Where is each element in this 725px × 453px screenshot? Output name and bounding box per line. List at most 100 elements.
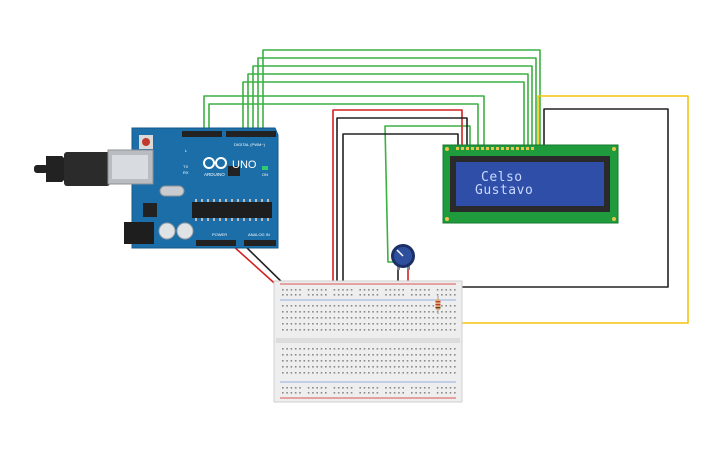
breadboard-hole[interactable]: [398, 366, 400, 368]
breadboard-hole[interactable]: [368, 311, 370, 313]
breadboard-hole[interactable]: [376, 294, 379, 296]
breadboard-hole[interactable]: [346, 317, 349, 319]
breadboard-hole[interactable]: [393, 360, 396, 362]
breadboard-hole[interactable]: [359, 323, 361, 325]
breadboard-hole[interactable]: [320, 317, 323, 319]
breadboard-hole[interactable]: [423, 294, 426, 296]
breadboard-hole[interactable]: [372, 323, 374, 325]
breadboard-hole[interactable]: [342, 392, 344, 394]
breadboard-hole[interactable]: [316, 317, 318, 319]
breadboard-hole[interactable]: [454, 372, 456, 374]
breadboard-hole[interactable]: [282, 329, 284, 331]
wire-green-3[interactable]: [252, 65, 533, 146]
breadboard-hole[interactable]: [454, 366, 456, 368]
breadboard-hole[interactable]: [299, 360, 301, 362]
breadboard-hole[interactable]: [299, 329, 301, 331]
breadboard-hole[interactable]: [389, 354, 392, 356]
breadboard-hole[interactable]: [342, 366, 344, 368]
breadboard-hole[interactable]: [342, 354, 344, 356]
breadboard-hole[interactable]: [385, 294, 387, 296]
breadboard-hole[interactable]: [385, 329, 387, 331]
breadboard-hole[interactable]: [428, 372, 430, 374]
breadboard-hole[interactable]: [428, 323, 430, 325]
breadboard-hole[interactable]: [398, 354, 400, 356]
breadboard-hole[interactable]: [393, 317, 396, 319]
breadboard-hole[interactable]: [368, 366, 370, 368]
breadboard[interactable]: [273, 280, 463, 403]
breadboard-hole[interactable]: [320, 289, 323, 291]
breadboard-hole[interactable]: [393, 311, 396, 313]
breadboard-hole[interactable]: [376, 392, 379, 394]
breadboard-hole[interactable]: [402, 311, 404, 313]
breadboard-hole[interactable]: [294, 360, 297, 362]
breadboard-hole[interactable]: [423, 323, 426, 325]
breadboard-hole[interactable]: [333, 294, 336, 296]
breadboard-hole[interactable]: [312, 387, 314, 389]
breadboard-hole[interactable]: [294, 305, 297, 307]
breadboard-hole[interactable]: [389, 372, 392, 374]
breadboard-hole[interactable]: [445, 366, 447, 368]
breadboard-hole[interactable]: [385, 387, 387, 389]
breadboard-hole[interactable]: [393, 366, 396, 368]
breadboard-hole[interactable]: [415, 329, 417, 331]
breadboard-hole[interactable]: [299, 354, 301, 356]
breadboard-hole[interactable]: [436, 329, 439, 331]
breadboard-hole[interactable]: [436, 323, 439, 325]
breadboard-hole[interactable]: [282, 387, 284, 389]
breadboard-hole[interactable]: [372, 348, 374, 350]
breadboard-hole[interactable]: [445, 317, 447, 319]
breadboard-hole[interactable]: [423, 372, 426, 374]
breadboard-hole[interactable]: [380, 305, 383, 307]
breadboard-hole[interactable]: [320, 392, 323, 394]
breadboard-hole[interactable]: [454, 387, 456, 389]
breadboard-hole[interactable]: [307, 372, 310, 374]
breadboard-hole[interactable]: [363, 372, 366, 374]
breadboard-hole[interactable]: [363, 387, 366, 389]
breadboard-hole[interactable]: [449, 360, 452, 362]
breadboard-hole[interactable]: [376, 366, 379, 368]
breadboard-hole[interactable]: [363, 392, 366, 394]
breadboard-hole[interactable]: [372, 289, 374, 291]
breadboard-hole[interactable]: [411, 348, 413, 350]
breadboard-hole[interactable]: [342, 317, 344, 319]
breadboard-hole[interactable]: [402, 360, 404, 362]
breadboard-hole[interactable]: [449, 372, 452, 374]
breadboard-hole[interactable]: [402, 372, 404, 374]
breadboard-hole[interactable]: [385, 360, 387, 362]
breadboard-hole[interactable]: [380, 323, 383, 325]
breadboard-hole[interactable]: [316, 372, 318, 374]
breadboard-hole[interactable]: [320, 323, 323, 325]
breadboard-hole[interactable]: [316, 311, 318, 313]
breadboard-hole[interactable]: [350, 354, 353, 356]
breadboard-hole[interactable]: [376, 387, 379, 389]
breadboard-hole[interactable]: [454, 311, 456, 313]
breadboard-hole[interactable]: [441, 366, 443, 368]
breadboard-hole[interactable]: [385, 392, 387, 394]
breadboard-hole[interactable]: [316, 354, 318, 356]
breadboard-hole[interactable]: [406, 354, 409, 356]
breadboard-hole[interactable]: [411, 360, 413, 362]
breadboard-hole[interactable]: [436, 387, 439, 389]
breadboard-hole[interactable]: [393, 329, 396, 331]
breadboard-hole[interactable]: [406, 360, 409, 362]
breadboard-hole[interactable]: [325, 317, 327, 319]
breadboard-hole[interactable]: [290, 329, 293, 331]
breadboard-hole[interactable]: [363, 317, 366, 319]
breadboard-hole[interactable]: [294, 372, 297, 374]
breadboard-hole[interactable]: [423, 392, 426, 394]
breadboard-hole[interactable]: [441, 372, 443, 374]
breadboard-hole[interactable]: [406, 372, 409, 374]
breadboard-hole[interactable]: [282, 354, 284, 356]
breadboard-hole[interactable]: [307, 289, 310, 291]
wire-green-1[interactable]: [242, 81, 525, 146]
breadboard-hole[interactable]: [419, 348, 422, 350]
breadboard-hole[interactable]: [355, 323, 357, 325]
breadboard-hole[interactable]: [445, 372, 447, 374]
breadboard-hole[interactable]: [363, 311, 366, 313]
breadboard-hole[interactable]: [402, 305, 404, 307]
breadboard-hole[interactable]: [312, 360, 314, 362]
wire-black-backlight[interactable]: [400, 108, 669, 288]
breadboard-hole[interactable]: [419, 329, 422, 331]
lcd-16x2-module[interactable]: Celso Gustavo: [442, 144, 619, 224]
breadboard-hole[interactable]: [436, 354, 439, 356]
